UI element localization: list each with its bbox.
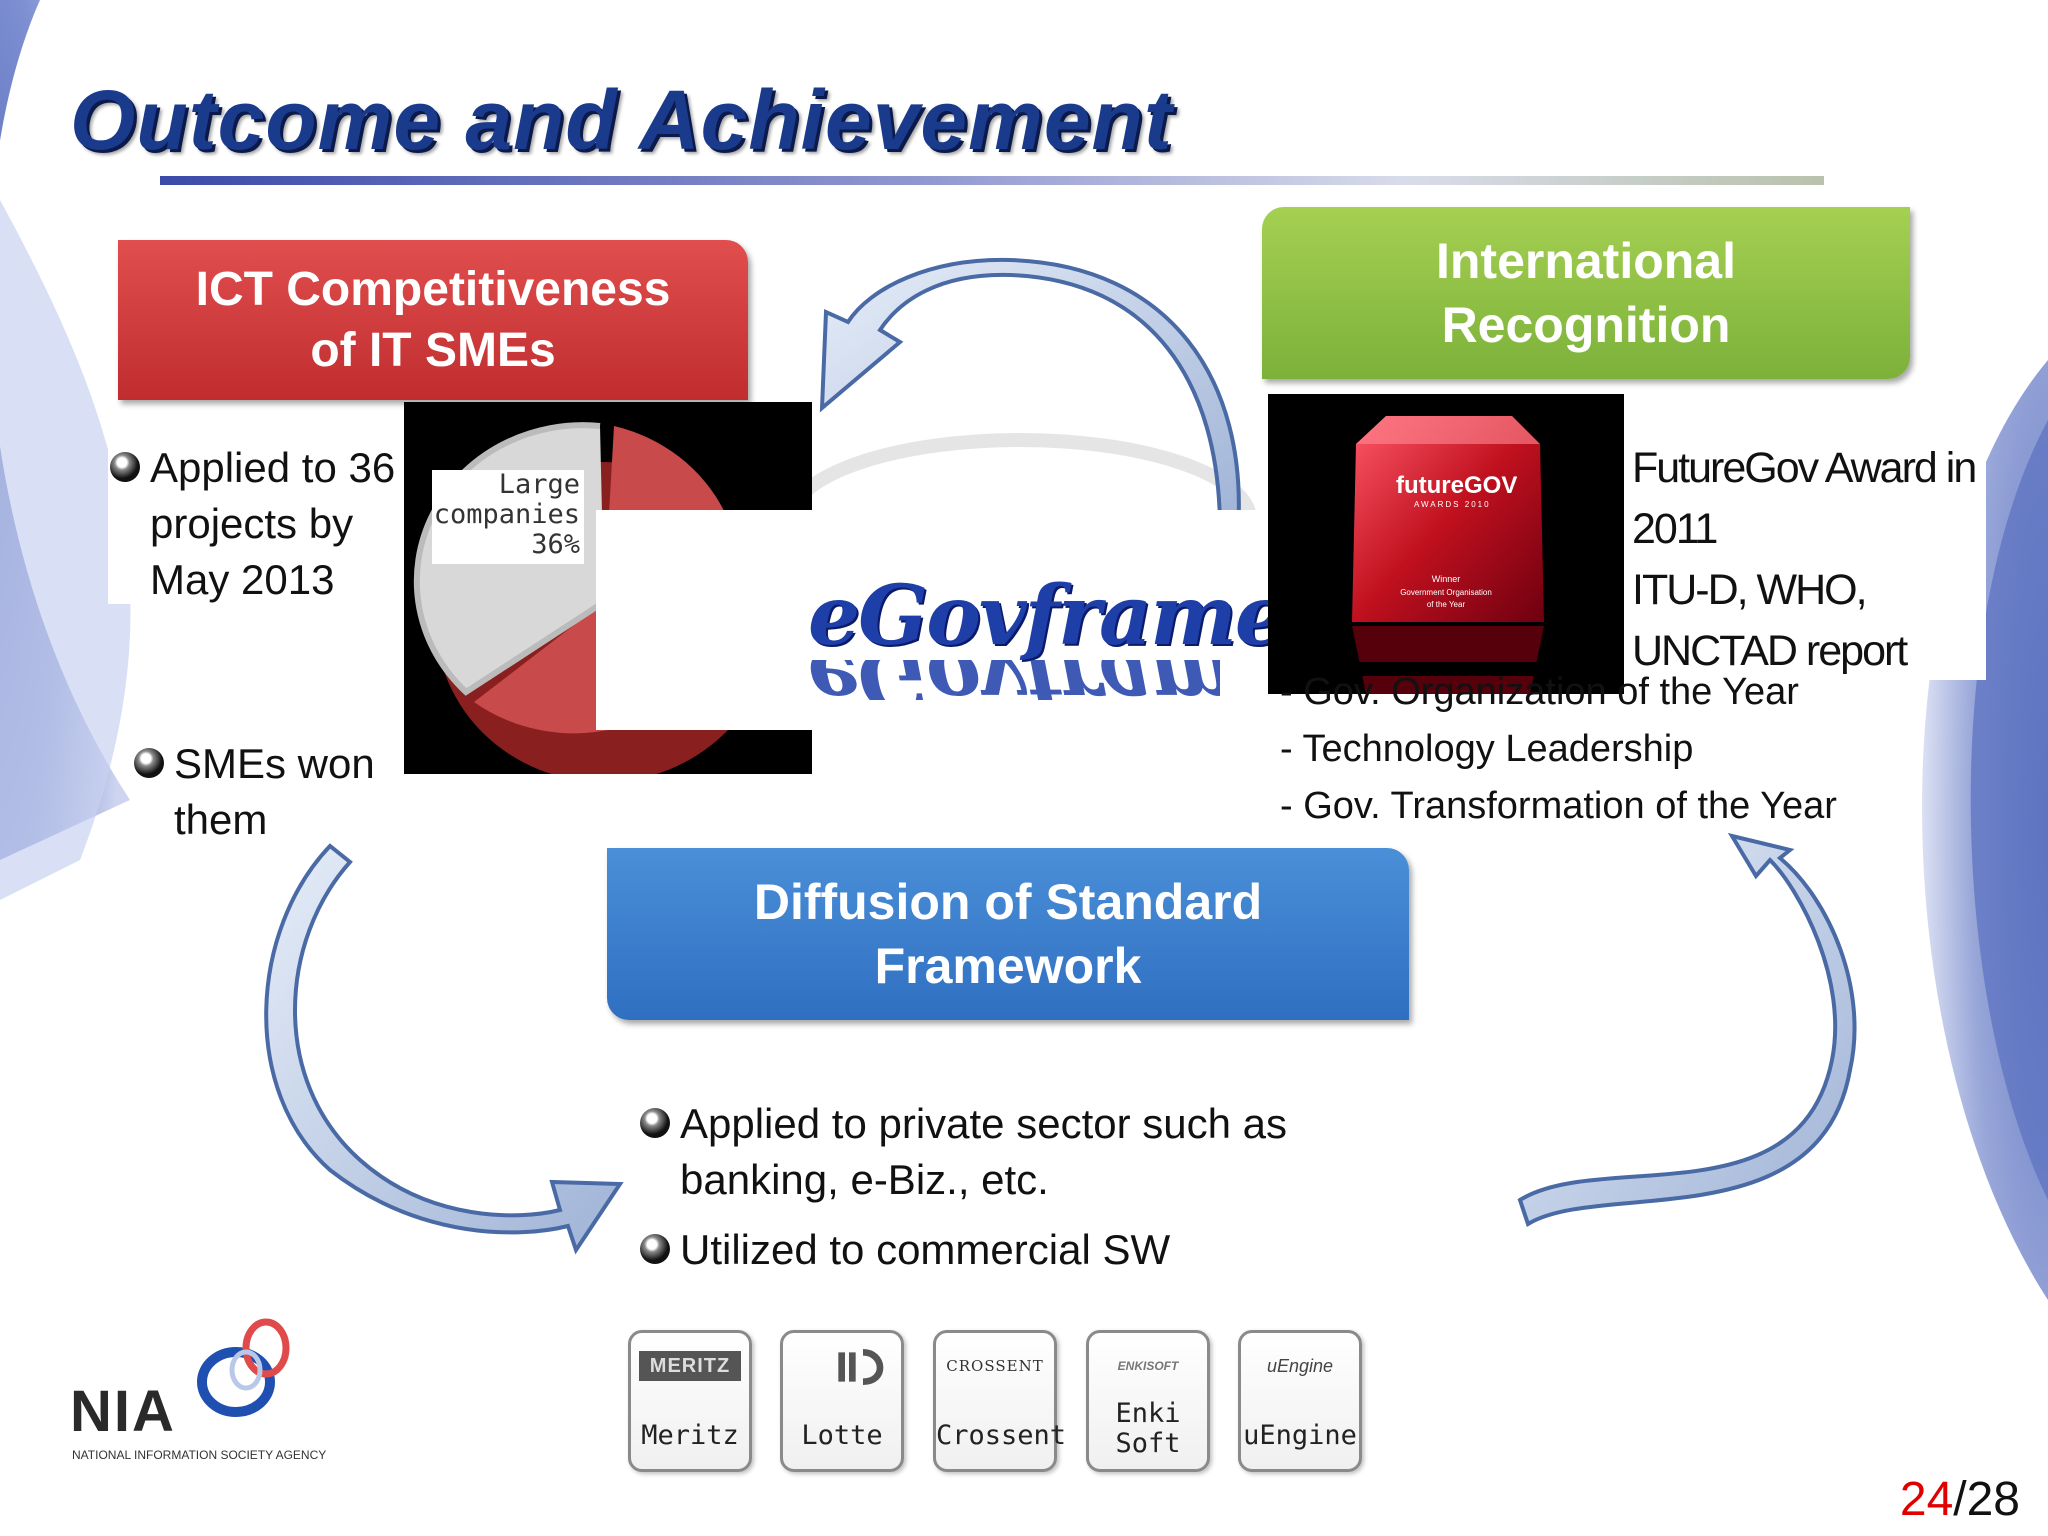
ict-bullet-1-line: May 2013	[150, 555, 335, 603]
nia-swirl-logo-icon	[197, 1318, 290, 1417]
page-current: 24	[1899, 1473, 1954, 1526]
award-photo-overlap-mask	[1268, 662, 1624, 676]
pie-label-line: Large	[498, 469, 580, 500]
nia-full-name: NATIONAL INFORMATION SOCIETY AGENCY	[72, 1448, 327, 1462]
diffusion-bullet-2: Utilized to commercial SW	[640, 1222, 1171, 1278]
egovframe-reflection-mask: eGovframe	[800, 660, 1220, 700]
egovframe-logo-panel	[596, 510, 1276, 730]
cycle-arrow-right	[1517, 832, 1857, 1228]
award-line2: of the Year	[1426, 600, 1466, 609]
ict-bullet-2-line: SMEs won	[174, 740, 375, 787]
partner-meritz: MERITZ Meritz	[628, 1330, 752, 1472]
partner-name-multiline: Enki Soft	[1089, 1399, 1207, 1459]
partner-enkisoft: ENKISOFT Enki Soft	[1086, 1330, 1210, 1472]
cycle-arrow-top	[819, 257, 1241, 532]
nia-logo-text: NIA	[70, 1379, 176, 1444]
bullet-icon	[110, 452, 140, 482]
uengine-logo: uEngine	[1266, 1356, 1334, 1376]
diffusion-framework-header: Diffusion of Standard Framework	[607, 848, 1409, 1020]
lotte-logo-icon	[838, 1349, 884, 1385]
award-winner: Winner	[1431, 574, 1461, 584]
ict-competitiveness-header: ICT Competitiveness of IT SMEs	[118, 240, 748, 400]
award-list-clip: - Gov. Organization of the Year - Techno…	[1268, 662, 1980, 840]
diffusion-header-line1: Diffusion of Standard	[753, 874, 1263, 930]
partner-name: Crossent	[936, 1420, 1067, 1451]
title-underline	[160, 176, 1824, 185]
pie-label-line: 36%	[531, 529, 580, 560]
award-line1: Government Organisation	[1400, 588, 1492, 597]
egovframe-logo-reflection: eGovframe	[808, 660, 1220, 700]
partner-name: Meritz	[641, 1420, 739, 1451]
ict-bullet-1	[108, 440, 408, 604]
award-trophy	[1352, 416, 1544, 694]
diffusion-bullet-2-text: Utilized to commercial SW	[680, 1226, 1171, 1273]
ict-header-line1: ICT Competitiveness	[195, 262, 671, 316]
award-list-item: - Gov. Transformation of the Year	[1280, 785, 1837, 827]
pie-label-line: companies	[433, 499, 580, 530]
award-text-mask	[1624, 438, 1986, 680]
ict-bullet-1-text: Applied to 36 projects by May 2013	[110, 440, 396, 608]
pie-label-large-companies: Large companies 36%	[432, 470, 584, 564]
partner-name-line: Enki	[1115, 1398, 1181, 1429]
page-total: 28	[1966, 1473, 2020, 1526]
award-list: - Gov. Organization of the Year - Techno…	[1280, 664, 1837, 835]
bullet-icon	[640, 1234, 670, 1264]
award-brand: futureGOV	[1396, 472, 1518, 499]
diffusion-bullet-1: Applied to private sector such as bankin…	[640, 1096, 1287, 1208]
partner-name: Lotte	[801, 1420, 883, 1451]
cycle-arrow-left	[264, 843, 624, 1255]
ict-bullet-2-line: them	[174, 795, 268, 843]
partner-name-line: Soft	[1115, 1428, 1181, 1459]
page-number: 24/28	[1899, 1473, 2020, 1526]
ict-bullet-1-line: projects by	[150, 499, 354, 547]
diffusion-header-line2: Framework	[874, 938, 1142, 994]
award-text-line: FutureGov Award in	[1632, 444, 1977, 492]
intl-header-line1: International	[1435, 233, 1737, 289]
slide-title: Outcome and Achievement	[70, 73, 1173, 167]
award-list-item: - Gov. Organization of the Year	[1280, 671, 1799, 713]
partner-lotte: Lotte	[780, 1330, 904, 1472]
egovframe-logo: eGovframe	[808, 568, 1287, 664]
bullet-icon	[640, 1108, 670, 1138]
ict-bullet-1-line: Applied to 36	[150, 444, 396, 491]
award-sub: AWARDS 2010	[1414, 500, 1491, 509]
diffusion-bullet-1-line: Applied to private sector such as	[680, 1100, 1287, 1147]
partner-name: uEngine	[1243, 1420, 1357, 1451]
futuregov-award-photo: futureGOV AWARDS 2010 Winner Government …	[1268, 394, 1624, 694]
award-list-item: - Technology Leadership	[1280, 728, 1694, 770]
bullet-icon	[134, 748, 164, 778]
ict-bullet-2: SMEs won them	[134, 736, 375, 848]
award-text-line: UNCTAD report	[1632, 627, 1908, 676]
intl-header-line2: Recognition	[1441, 297, 1731, 353]
partner-uengine: uEngine uEngine	[1238, 1330, 1362, 1472]
crossent-logo: CROSSENT	[946, 1357, 1044, 1375]
award-description: FutureGov Award in 2011 ITU-D, WHO, UNCT…	[1632, 438, 1977, 682]
partner-crossent: CROSSENT Crossent	[933, 1330, 1067, 1472]
international-recognition-header: International Recognition	[1262, 207, 1910, 379]
award-text-line: 2011	[1632, 505, 1718, 554]
enkisoft-logo: ENKISOFT	[1117, 1359, 1179, 1373]
ict-header-line2: of IT SMEs	[310, 324, 556, 377]
award-text-line: ITU-D, WHO,	[1632, 566, 1868, 615]
meritz-logo: MERITZ	[639, 1351, 741, 1381]
diffusion-bullet-1-line: banking, e-Biz., etc.	[680, 1155, 1049, 1203]
